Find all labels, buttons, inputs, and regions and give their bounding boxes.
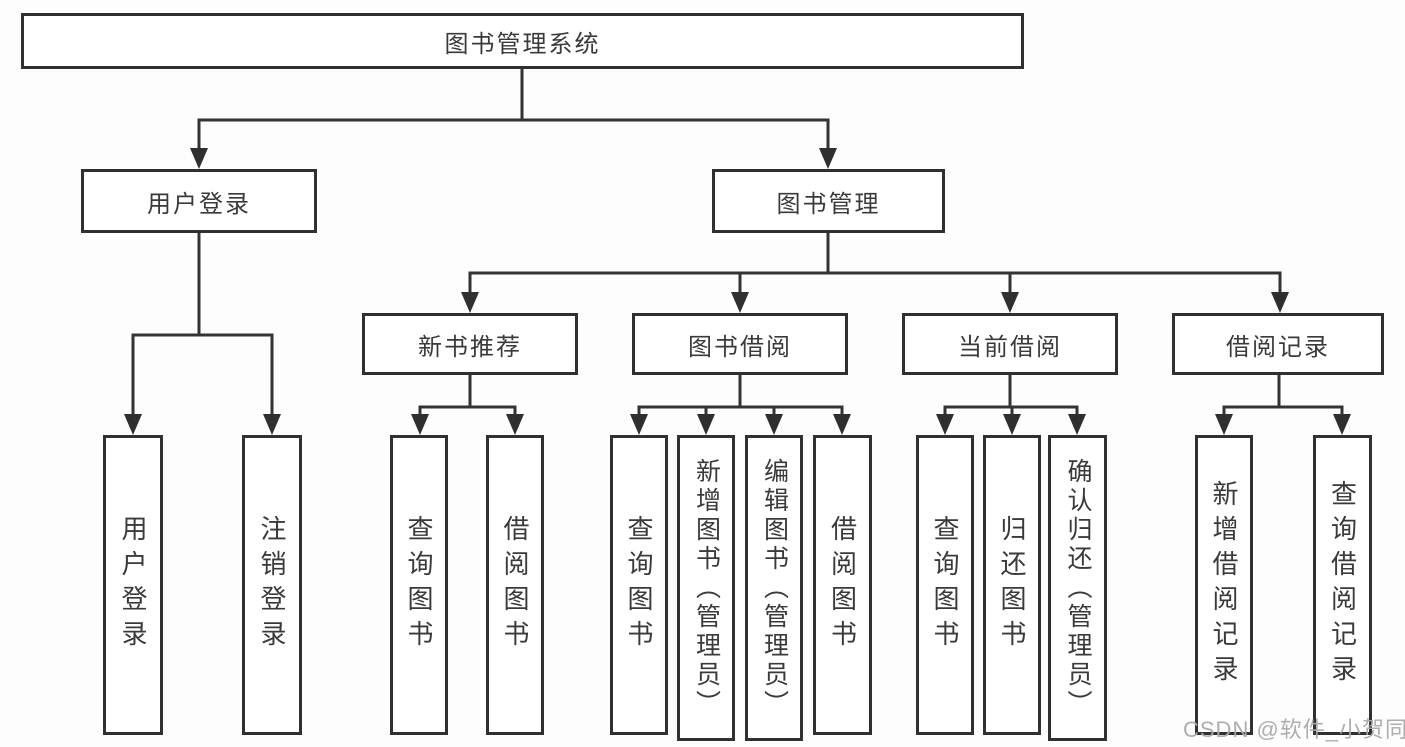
leaf-borrow-books-recommend: 借阅图书	[486, 435, 544, 735]
connector-borrowing-records-children	[1215, 373, 1351, 435]
leaf-query-books-current-label: 查询图书	[930, 515, 960, 655]
node-current-borrowing-label: 当前借阅	[958, 333, 1062, 361]
connector-book-management-children	[461, 231, 1289, 313]
leaf-query-books-borrowing-label: 查询图书	[624, 515, 654, 655]
node-current-borrowing: 当前借阅	[902, 313, 1118, 375]
node-book-borrowing-label: 图书借阅	[688, 333, 792, 361]
leaf-logout: 注销登录	[242, 435, 302, 735]
leaf-query-borrow-record: 查询借阅记录	[1313, 435, 1372, 735]
leaf-add-borrow-record: 新增借阅记录	[1195, 435, 1253, 735]
node-new-book-recommendation: 新书推荐	[362, 313, 578, 375]
connector-user-login-children	[124, 231, 281, 435]
node-root: 图书管理系统	[21, 13, 1024, 69]
watermark: CSDN @软件_小贺同学	[1183, 717, 1405, 742]
node-root-label: 图书管理系统	[444, 30, 601, 58]
node-borrowing-records-label: 借阅记录	[1226, 333, 1330, 361]
leaf-borrow-books-recommend-label: 借阅图书	[500, 515, 530, 655]
leaf-return-books: 归还图书	[983, 435, 1041, 735]
node-book-borrowing: 图书借阅	[632, 313, 848, 375]
node-book-management-label: 图书管理	[776, 190, 881, 218]
node-user-login-label: 用户登录	[147, 190, 251, 218]
leaf-query-books-recommend-label: 查询图书	[404, 515, 434, 655]
leaf-add-borrow-record-label: 新增借阅记录	[1209, 480, 1239, 690]
leaf-query-borrow-record-label: 查询借阅记录	[1327, 480, 1358, 690]
leaf-edit-book-admin-label: 编辑图书（管理员）	[760, 457, 789, 719]
node-new-book-recommendation-label: 新书推荐	[418, 333, 522, 361]
connector-root-to-branches	[190, 65, 837, 169]
leaf-return-books-label: 归还图书	[997, 515, 1027, 655]
leaf-confirm-return-admin-label: 确认归还（管理员）	[1064, 457, 1092, 719]
node-book-management: 图书管理	[712, 169, 945, 233]
leaf-confirm-return-admin: 确认归还（管理员）	[1048, 435, 1107, 741]
leaf-query-books-current: 查询图书	[916, 435, 974, 735]
connector-new-book-children	[411, 373, 524, 435]
leaf-user-login-label: 用户登录	[118, 515, 148, 655]
connector-book-borrowing-children	[630, 373, 851, 435]
node-borrowing-records: 借阅记录	[1172, 313, 1384, 375]
leaf-borrow-books-borrowing: 借阅图书	[813, 435, 872, 735]
leaf-query-books-borrowing: 查询图书	[610, 435, 668, 735]
leaf-logout-label: 注销登录	[257, 515, 287, 655]
leaf-borrow-books-borrowing-label: 借阅图书	[827, 515, 858, 655]
leaf-edit-book-admin: 编辑图书（管理员）	[745, 435, 803, 741]
connector-current-borrowing-children	[936, 373, 1086, 435]
node-user-login: 用户登录	[81, 169, 317, 233]
leaf-add-book-admin: 新增图书（管理员）	[677, 435, 735, 741]
leaf-query-books-recommend: 查询图书	[390, 435, 448, 735]
leaf-user-login: 用户登录	[103, 435, 163, 735]
leaf-add-book-admin-label: 新增图书（管理员）	[692, 457, 721, 719]
